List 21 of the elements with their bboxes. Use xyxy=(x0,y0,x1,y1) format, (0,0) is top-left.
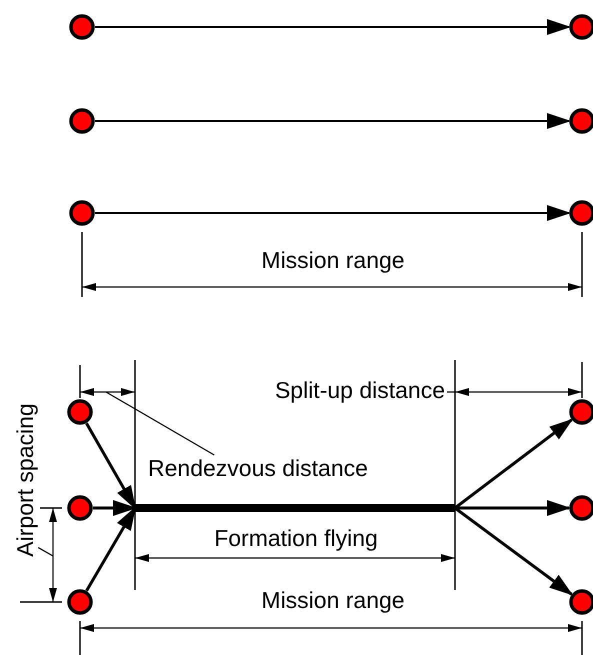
arrow xyxy=(95,205,571,221)
airport-dot xyxy=(67,399,93,425)
airport-dot xyxy=(69,200,95,226)
dimension-label: Formation flying xyxy=(214,524,378,552)
leader-line xyxy=(38,547,54,557)
dimension-label: Rendezvous distance xyxy=(148,455,368,482)
airport-dot xyxy=(67,589,93,615)
dimension-label: Mission range xyxy=(261,246,405,274)
airport-dot xyxy=(67,495,93,521)
dimension-label: Airport spacing xyxy=(12,403,38,557)
arrow xyxy=(95,19,571,35)
dimension-label: Split-up distance xyxy=(274,376,445,404)
airport-dot xyxy=(69,108,95,134)
arrow xyxy=(455,500,571,516)
formation-path xyxy=(135,504,455,512)
arrow xyxy=(95,113,571,129)
airport-dot xyxy=(69,14,95,40)
dimension-label: Mission range xyxy=(261,586,405,614)
leader-line xyxy=(106,391,215,456)
arrow xyxy=(454,418,574,510)
arrow xyxy=(454,506,574,596)
